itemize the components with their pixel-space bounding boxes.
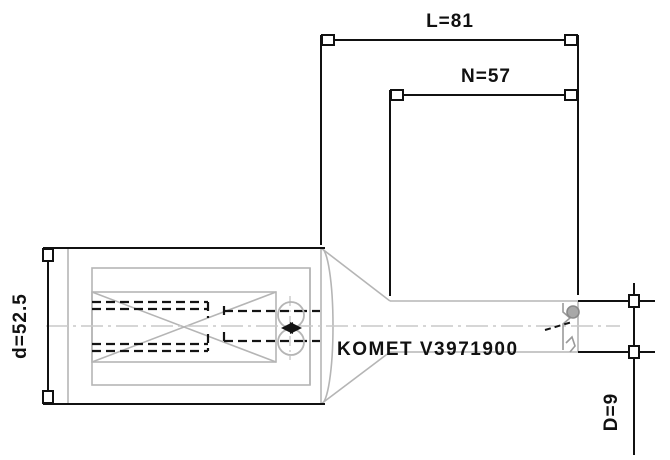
dimension-overall-length-ticks [321,34,578,46]
dimension-body-diameter [43,247,325,405]
dimension-shank-diameter-ticks [628,294,640,359]
drill-tip-hidden-lines [544,321,573,331]
dimension-shank-diameter [578,283,655,455]
taper-top [320,247,391,302]
insert-seat-arrows [281,322,302,334]
dimension-usable-length [389,90,579,296]
tip-insert-pad [566,305,580,319]
dimension-body-diameter-ticks [42,248,54,404]
dimension-label-overall-length: L=81 [426,11,474,32]
tip-hidden-1 [544,321,573,331]
drill-tip-detail [562,303,580,353]
D-tick-bottom [628,345,640,359]
N-tick-left [390,89,404,101]
L-tick-left [321,34,335,46]
body-pocket-rect [91,291,277,363]
taper-bottom [320,351,391,405]
dimension-label-usable-length: N=57 [461,66,511,87]
D-tick-top [628,294,640,308]
L-tick-right [564,34,578,46]
d-tick-top [42,248,54,262]
hidden-internal-features [92,300,320,353]
insert-arrow-right [290,322,302,334]
d-tick-bottom [42,390,54,404]
dimension-usable-length-ticks [390,89,578,101]
tool-marking-text: KOMET V3971900 [337,339,519,360]
dimension-overall-length [320,35,579,295]
dimension-label-shank-diameter: D=9 [601,393,622,431]
N-tick-right [564,89,578,101]
dimension-label-body-diameter: d=52.5 [10,293,31,359]
tip-cutting-edge [565,335,576,353]
